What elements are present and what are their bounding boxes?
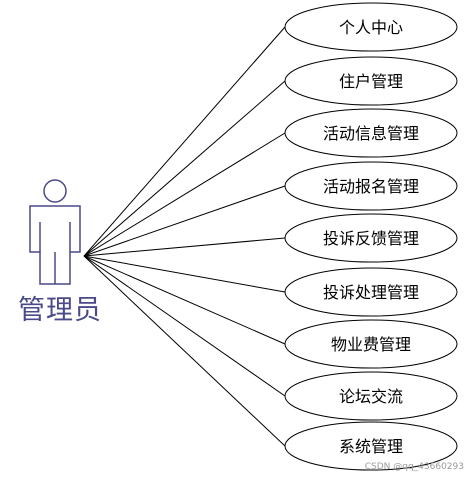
use-case-label: 论坛交流 (339, 387, 403, 406)
use-case: 活动信息管理 (284, 108, 458, 158)
use-case-ellipse (284, 319, 458, 369)
use-case-label: 物业费管理 (331, 335, 411, 354)
actor-head (43, 179, 67, 203)
use-case-ellipse (284, 371, 458, 421)
use-case: 投诉反馈管理 (284, 213, 458, 263)
use-case: 活动报名管理 (284, 161, 458, 211)
association-line (83, 255, 286, 293)
use-case-label: 系统管理 (339, 437, 403, 456)
association-line (83, 132, 286, 257)
use-case-label: 个人中心 (339, 18, 403, 37)
use-case: 论坛交流 (284, 371, 458, 421)
use-case: 住户管理 (284, 56, 458, 106)
use-case: 物业费管理 (284, 319, 458, 369)
watermark: CSDN @qq_43660293 (364, 462, 464, 472)
association-line (83, 255, 286, 345)
use-case: 投诉处理管理 (284, 267, 458, 317)
use-case-ellipse (284, 213, 458, 263)
actor-label: 管理员 (18, 295, 102, 326)
use-case-label: 活动信息管理 (323, 124, 419, 143)
association-line (83, 185, 286, 257)
association-line (83, 255, 286, 397)
use-case-ellipse (284, 56, 458, 106)
use-case-ellipse (284, 421, 458, 471)
association-line (83, 80, 286, 257)
use-case-ellipse (284, 2, 458, 52)
use-case-label: 投诉处理管理 (323, 283, 419, 302)
use-case-label: 住户管理 (339, 72, 403, 91)
association-line (83, 255, 286, 447)
use-case-label: 活动报名管理 (323, 177, 419, 196)
association-line (83, 26, 286, 257)
use-case: 个人中心 (284, 2, 458, 52)
use-case-ellipse (284, 108, 458, 158)
use-case-ellipse (284, 161, 458, 211)
use-case: 系统管理 (284, 421, 458, 471)
use-cases: 个人中心住户管理活动信息管理活动报名管理投诉反馈管理投诉处理管理物业费管理论坛交… (284, 2, 458, 471)
actor-body (29, 205, 81, 285)
actor-figure (29, 179, 81, 285)
association-lines (83, 26, 286, 447)
use-case-ellipse (284, 267, 458, 317)
association-line (83, 237, 286, 257)
use-case-label: 投诉反馈管理 (323, 229, 419, 248)
